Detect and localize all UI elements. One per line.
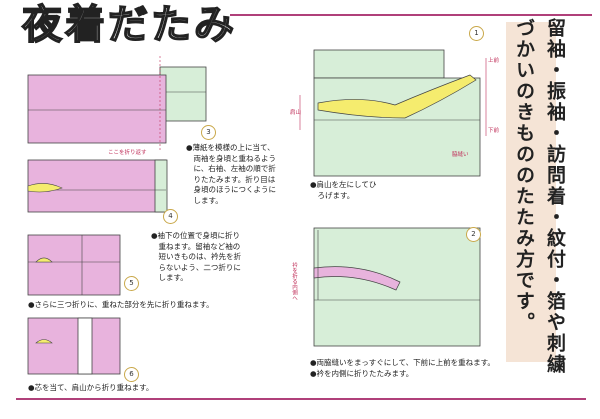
step-number-6: 6 xyxy=(124,367,139,382)
step1-illustration xyxy=(299,49,487,177)
step-number-1: 1 xyxy=(469,26,484,41)
bottom-divider xyxy=(16,398,586,400)
step7-note: ●芯を当て、肩山から折り重ねます。 xyxy=(28,383,154,392)
step-number-4: 4 xyxy=(163,209,178,224)
step-number-5: 5 xyxy=(124,276,139,291)
step5-note: ●袖下の位置で身頃に折り 重ねます。留袖など袖の 短いきものは、衿先を折 らない… xyxy=(151,231,241,282)
page-title: 夜着だたみ xyxy=(21,1,237,49)
collar-fold-label: 衿を折る内側へ xyxy=(291,262,297,301)
step-number-2: 2 xyxy=(466,227,481,242)
vertical-title-col1: 留袖・振袖・訪問着・紋付・箔や刺繍 xyxy=(544,18,566,375)
upper-front-label: 上前 xyxy=(488,58,500,64)
step-number-3: 3 xyxy=(201,125,216,140)
step1-note: ●肩山を左にしてひ ろげます。 xyxy=(310,180,377,200)
shoulder-label: 肩山 xyxy=(290,110,302,116)
step3-illustration xyxy=(27,56,207,152)
step4-illustration xyxy=(27,159,168,213)
lower-front-label: 下前 xyxy=(488,128,500,134)
step6-note: ●さらに三つ折りに、重ねた部分を先に折り重ねます。 xyxy=(28,300,214,309)
vertical-title-bg xyxy=(506,22,556,362)
step3-note: ●薄紙を模様の上に当て、 両袖を身頃と重ねるよう に、右袖、左袖の順で折 りたた… xyxy=(186,143,276,205)
side-seam-label: 脇縫い xyxy=(452,152,469,158)
step2-illustration xyxy=(313,227,481,347)
step6-illustration xyxy=(27,317,121,375)
fold-here-label: ここを折り返す xyxy=(108,150,147,156)
step2-note: ●両脇縫いをまっすぐにして、下前に上前を重ねます。 ●衿を内側に折りたたみます。 xyxy=(310,358,495,378)
vertical-title-col2: づかいのきもののたたみ方です。 xyxy=(513,18,535,333)
title-divider xyxy=(230,14,592,16)
step5-illustration xyxy=(27,234,121,296)
